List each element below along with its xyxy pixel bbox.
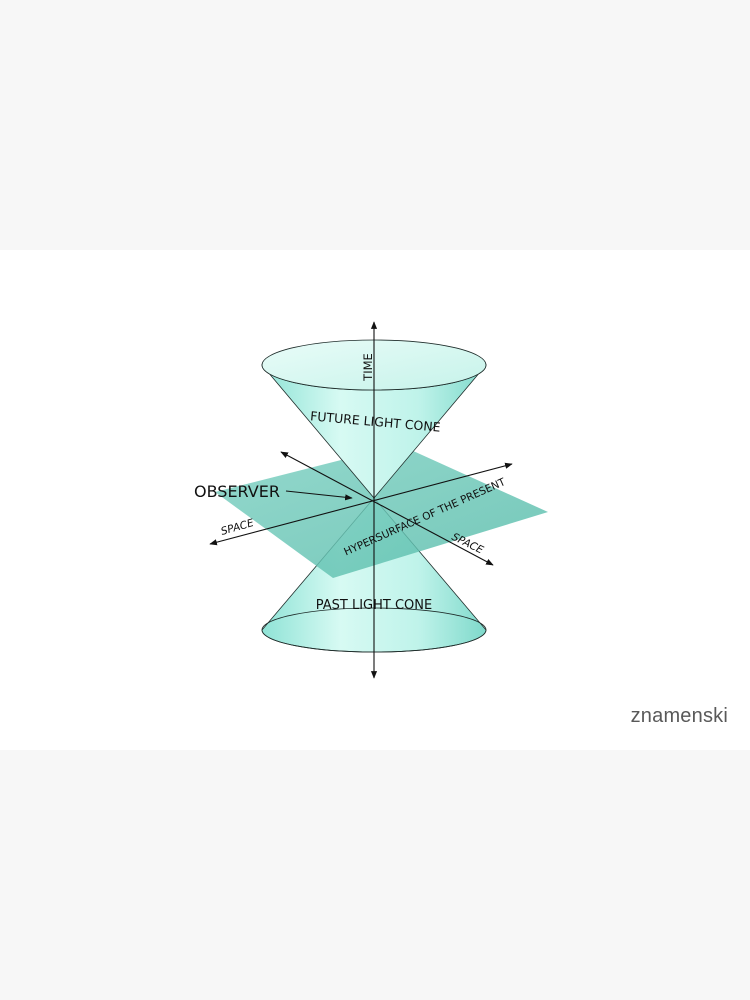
observer-pointer (285, 490, 353, 501)
observer-label: OBSERVER (194, 482, 280, 501)
space-label-left: SPACE (220, 517, 256, 538)
light-cone-diagram: TIME FUTURE LIGHT CONE PAST LIGHT CONE O… (194, 321, 548, 679)
artwork-card: TIME FUTURE LIGHT CONE PAST LIGHT CONE O… (0, 250, 750, 750)
past-cone-label: PAST LIGHT CONE (316, 598, 432, 613)
space-axis-2 (280, 451, 494, 566)
time-label: TIME (361, 353, 375, 382)
watermark: znamenski (630, 705, 728, 727)
